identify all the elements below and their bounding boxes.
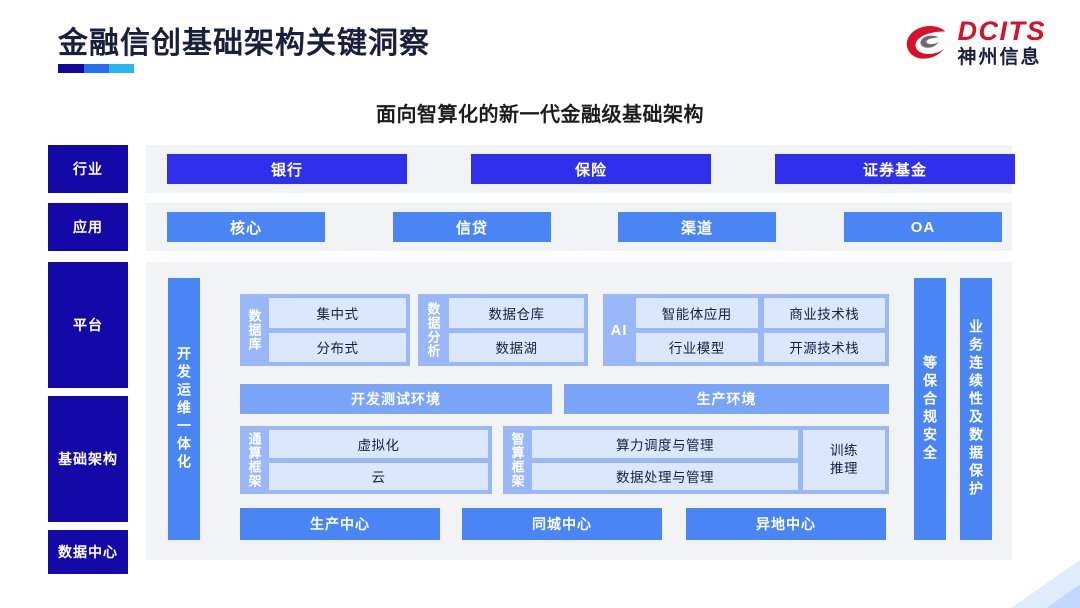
cell-distributed[interactable]: 分布式 [269, 332, 406, 362]
cell-data-processing[interactable]: 数据处理与管理 [532, 462, 798, 490]
cell-agent-application[interactable]: 智能体应用 [636, 298, 758, 328]
env-chip-dev-test[interactable]: 开发测试环境 [240, 384, 552, 414]
rail-item-datacenter[interactable]: 数据中心 [48, 530, 128, 574]
vbar-business-continuity[interactable]: 业务连续性及数据保护 [960, 278, 992, 540]
chip-label: 异地中心 [756, 516, 816, 532]
chip-label: 生产中心 [310, 516, 370, 532]
cell-virtualization[interactable]: 虚拟化 [269, 430, 488, 458]
train-label: 训练 [830, 442, 858, 458]
application-chip-credit[interactable]: 信贷 [393, 212, 551, 242]
rail-item-industry[interactable]: 行业 [48, 145, 128, 193]
vbar-label: 等保合规安全 [922, 355, 938, 463]
chip-label: 同城中心 [532, 516, 592, 532]
rule-segment-blue [83, 64, 109, 73]
group-label-ai-compute: 智算框架 [509, 432, 525, 488]
cell-cloud[interactable]: 云 [269, 462, 488, 490]
industry-chip-bank[interactable]: 银行 [167, 154, 407, 184]
group-data-analytics: 数据分析 数据仓库 数据湖 [418, 294, 588, 366]
group-database: 数据库 集中式 分布式 [240, 294, 410, 366]
title-underline-rule [58, 64, 134, 73]
application-panel: 核心 信贷 渠道 OA [146, 203, 1012, 251]
cell-data-warehouse[interactable]: 数据仓库 [449, 298, 584, 328]
cell-commercial-stack[interactable]: 商业技术栈 [763, 298, 885, 328]
brand-logo: DCITS 神州信息 [903, 18, 1047, 67]
cell-centralized[interactable]: 集中式 [269, 298, 406, 328]
logo-text-cn: 神州信息 [957, 47, 1042, 68]
chip-label: 开发测试环境 [351, 391, 441, 407]
chip-label: 渠道 [680, 219, 713, 237]
dc-chip-remote-center[interactable]: 异地中心 [686, 508, 886, 540]
rail-label: 平台 [73, 317, 103, 333]
rail-label: 行业 [73, 161, 103, 177]
application-chip-oa[interactable]: OA [844, 212, 1002, 242]
env-chip-production[interactable]: 生产环境 [564, 384, 889, 414]
group-general-compute: 通算框架 虚拟化 云 [240, 426, 492, 494]
industry-chip-securities-fund[interactable]: 证券基金 [775, 154, 1015, 184]
group-ai-compute: 智算框架 算力调度与管理 数据处理与管理 训练 推理 [503, 426, 889, 494]
group-label-database: 数据库 [246, 309, 262, 351]
dc-chip-production-center[interactable]: 生产中心 [240, 508, 440, 540]
group-ai: AI 智能体应用 商业技术栈 行业模型 开源技术栈 [603, 294, 889, 366]
cell-industry-model[interactable]: 行业模型 [636, 332, 758, 362]
rail-item-application[interactable]: 应用 [48, 203, 128, 251]
vbar-compliance-security[interactable]: 等保合规安全 [914, 278, 946, 540]
chip-label: OA [910, 218, 936, 236]
application-chip-channel[interactable]: 渠道 [618, 212, 776, 242]
cell-compute-scheduling[interactable]: 算力调度与管理 [532, 430, 798, 458]
industry-panel: 银行 保险 证券基金 [146, 145, 1015, 193]
rail-label: 基础架构 [58, 451, 118, 467]
infer-label: 推理 [830, 461, 858, 476]
dcits-swirl-icon [906, 25, 945, 59]
vbar-devops[interactable]: 开发运维一体化 [168, 278, 200, 540]
rail-label: 数据中心 [58, 544, 118, 560]
cell-train-infer[interactable]: 训练 推理 [803, 430, 885, 490]
chip-label: 证券基金 [862, 161, 927, 179]
group-label-general-compute: 通算框架 [246, 432, 262, 488]
vbar-label: 开发运维一体化 [176, 346, 192, 472]
rail-item-platform[interactable]: 平台 [48, 262, 128, 388]
chip-label: 核心 [229, 219, 262, 237]
diagram-subtitle: 面向智算化的新一代金融级基础架构 [376, 104, 704, 126]
chip-label: 保险 [574, 161, 607, 179]
industry-chip-insurance[interactable]: 保险 [471, 154, 711, 184]
rail-label: 应用 [73, 219, 103, 235]
chip-label: 生产环境 [696, 391, 757, 407]
vbar-label: 业务连续性及数据保护 [968, 319, 984, 499]
cell-data-lake[interactable]: 数据湖 [449, 332, 584, 362]
rule-segment-cyan [108, 64, 134, 73]
chip-label: 信贷 [455, 219, 488, 237]
stack-panel: 开发运维一体化 等保合规安全 业务连续性及数据保护 数据库 集中式 分布式 数据… [146, 262, 1012, 560]
cell-opensource-stack[interactable]: 开源技术栈 [763, 332, 885, 362]
page-title: 金融信创基础架构关键洞察 [58, 27, 430, 60]
dc-chip-metro-center[interactable]: 同城中心 [462, 508, 662, 540]
logo-text-en: DCITS [957, 16, 1046, 46]
group-label-ai: AI [610, 321, 628, 339]
chip-label: 银行 [270, 161, 303, 179]
rail-item-infrastructure[interactable]: 基础架构 [48, 396, 128, 522]
rule-segment-navy [58, 64, 84, 73]
application-chip-core[interactable]: 核心 [167, 212, 325, 242]
group-label-data-analytics: 数据分析 [425, 302, 441, 358]
